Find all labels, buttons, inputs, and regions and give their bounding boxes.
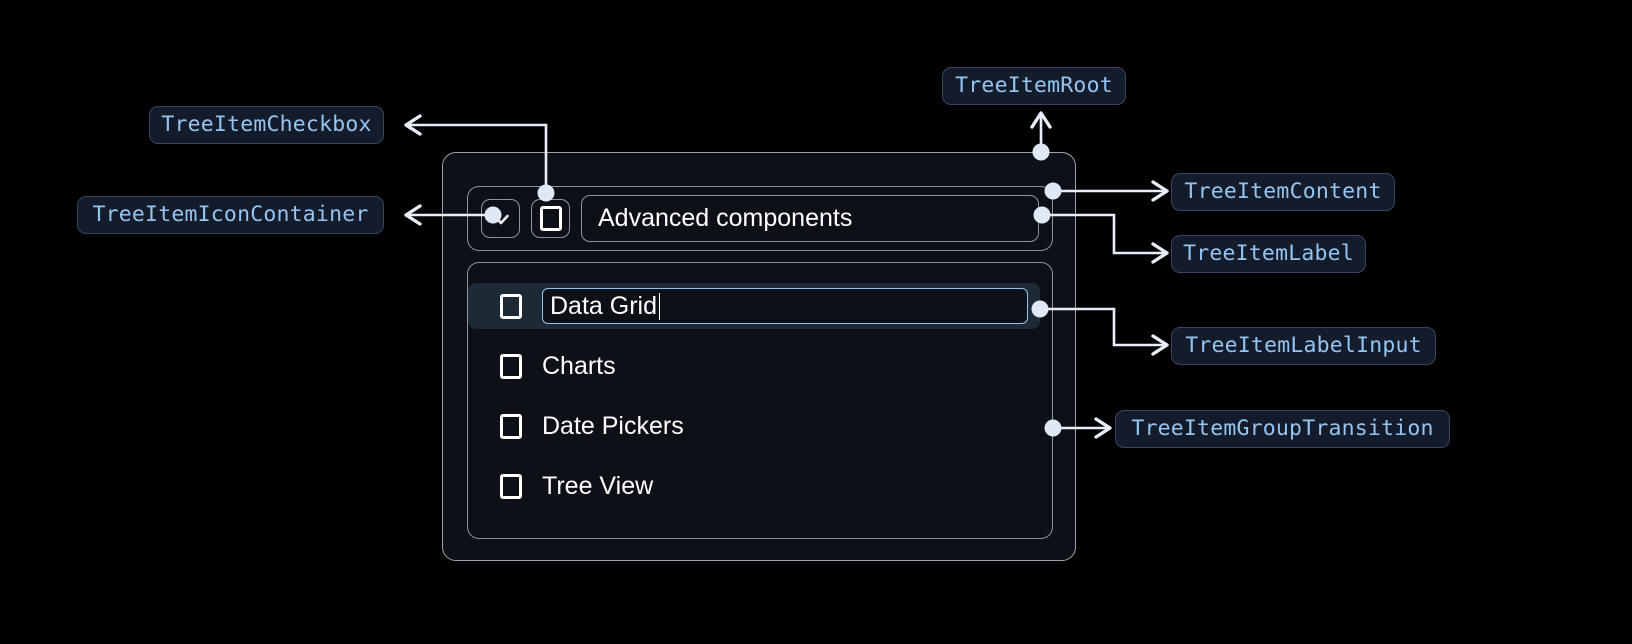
- tree-row[interactable]: Charts: [468, 343, 1052, 389]
- annotation-tree-item-checkbox: TreeItemCheckbox: [149, 106, 384, 144]
- tree-item-group-transition: Data Grid Charts Date Pickers Tree View: [467, 262, 1053, 539]
- tree-item-content[interactable]: Advanced components: [467, 186, 1053, 251]
- checkbox-unchecked-icon[interactable]: [500, 293, 522, 319]
- annotation-tree-item-label-input: TreeItemLabelInput: [1171, 327, 1436, 365]
- tree-item-label[interactable]: Charts: [542, 351, 616, 380]
- tree-item-icon-container[interactable]: [481, 199, 520, 238]
- annotation-tree-item-root: TreeItemRoot: [942, 67, 1126, 105]
- annotation-tree-item-content: TreeItemContent: [1171, 173, 1395, 211]
- annotation-tree-item-icon-container: TreeItemIconContainer: [77, 196, 384, 234]
- checkbox-unchecked-icon[interactable]: [500, 473, 522, 499]
- tree-item-checkbox[interactable]: [531, 199, 570, 238]
- tree-item-label[interactable]: Date Pickers: [542, 411, 684, 440]
- annotation-tree-item-label: TreeItemLabel: [1171, 235, 1366, 273]
- tree-row[interactable]: Tree View: [468, 463, 1052, 509]
- tree-item-label[interactable]: Advanced components: [581, 195, 1039, 242]
- tree-item-label[interactable]: Tree View: [542, 471, 654, 500]
- annotation-tree-item-group-transition: TreeItemGroupTransition: [1115, 410, 1450, 448]
- label-input-value: Data Grid: [550, 291, 657, 320]
- checkbox-unchecked-icon: [539, 206, 562, 231]
- text-caret: [658, 292, 661, 320]
- checkbox-unchecked-icon[interactable]: [500, 413, 522, 439]
- tree-item-label-input[interactable]: Data Grid: [542, 288, 1028, 324]
- tree-item-root[interactable]: Advanced components Data Grid Charts Dat…: [442, 152, 1076, 561]
- checkbox-unchecked-icon[interactable]: [500, 353, 522, 379]
- chevron-down-icon: [488, 206, 514, 232]
- tree-row[interactable]: Date Pickers: [468, 403, 1052, 449]
- tree-row[interactable]: Data Grid: [468, 283, 1040, 329]
